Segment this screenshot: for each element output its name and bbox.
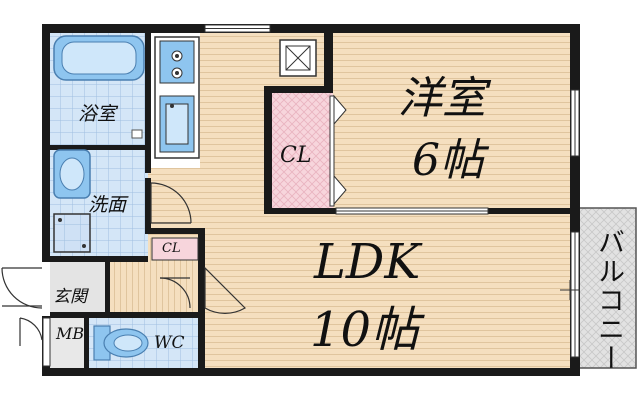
western-room-floor: [333, 33, 570, 211]
meter-door: [19, 317, 43, 346]
bathtub: [53, 35, 145, 81]
ldk-name: LDK: [314, 234, 421, 290]
stove: [159, 40, 195, 84]
washroom-door: [150, 182, 192, 224]
ldk-floor: [200, 211, 570, 368]
small-closet-label: CL: [162, 241, 181, 256]
washing-machine-space: [53, 213, 91, 253]
toilet-label: WC: [154, 333, 185, 353]
balcony: [569, 207, 637, 369]
entrance-label: 玄関: [53, 287, 87, 307]
entrance-floor: [50, 262, 110, 316]
closet-floor: [272, 92, 333, 210]
toilet: [93, 325, 149, 361]
kitchen-sink: [159, 95, 195, 153]
corridor-floor: [148, 168, 200, 238]
entrance-door: [1, 267, 43, 309]
refrigerator-space: [279, 39, 317, 77]
bath-drain: [131, 129, 143, 139]
western-room-size: 6帖: [412, 135, 484, 186]
western-room-name: 洋室: [398, 73, 486, 124]
washbasin: [53, 149, 91, 199]
closet-label: CL: [280, 143, 312, 168]
hall-doors: [159, 266, 246, 314]
washroom-label: 洗面: [88, 194, 127, 216]
bath-label: 浴室: [78, 103, 117, 125]
closet-doors: [329, 94, 347, 207]
meter-box-label: MB: [56, 324, 85, 343]
balcony-label: バルコニー: [593, 228, 624, 373]
small-closet: [151, 237, 199, 261]
meter-box-floor: [50, 316, 88, 368]
ldk-size: 10帖: [310, 302, 420, 358]
